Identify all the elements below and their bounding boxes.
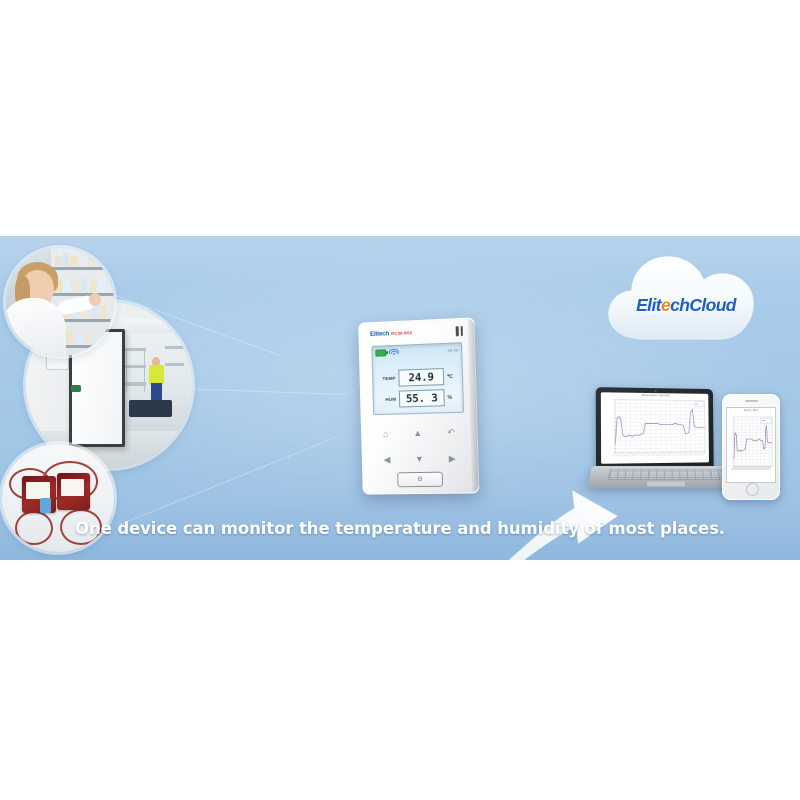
cloud-label-part2: ch	[670, 295, 690, 315]
device-brand-name: Elitech	[369, 330, 390, 339]
connector-line-2	[175, 388, 346, 395]
down-key[interactable]: ▼	[414, 453, 424, 464]
lcd-humidity-row: HUM 55. 3 %	[379, 389, 456, 408]
home-key[interactable]: ⌂	[382, 428, 389, 439]
elitech-cloud-graphic: ElitechCloud	[604, 252, 768, 346]
device-indicator-bars	[455, 325, 463, 337]
arrow-device-to-cloud	[486, 486, 626, 560]
device-model-name: RCW-800	[390, 330, 413, 337]
laptop: Temperature / Humidity	[586, 387, 746, 508]
battery-icon	[375, 349, 387, 357]
photo-pharmacy	[6, 248, 114, 356]
smartphone: Temp / Hum	[722, 394, 780, 500]
back-key[interactable]: ↶	[447, 426, 455, 437]
lcd-temperature-value: 24.9	[398, 368, 445, 387]
device-lcd-screen: 88:88 TEMP 24.9 ℃ HUM 55. 3 %	[371, 342, 465, 416]
laptop-camera-icon	[654, 389, 657, 392]
lcd-status-bar: 88:88	[375, 345, 458, 357]
cloud-label-part3: Cloud	[689, 295, 736, 315]
phone-home-button[interactable]	[745, 483, 759, 496]
lcd-clock: 88:88	[447, 347, 459, 353]
lcd-humidity-value: 55. 3	[398, 389, 445, 408]
cloud-label-highlight: e	[660, 295, 671, 315]
laptop-trackpad[interactable]	[647, 481, 685, 487]
phone-chart-title: Temp / Hum	[743, 409, 759, 412]
cloud-label-part1: Elit	[636, 295, 661, 315]
left-key[interactable]: ◀	[383, 454, 391, 465]
phone-chart: Temp / Hum	[727, 408, 775, 482]
phone-speaker-icon	[744, 400, 758, 402]
cloud-brand-label: ElitechCloud	[604, 295, 768, 316]
phone-screen: Temp / Hum	[726, 407, 776, 483]
lcd-temperature-label: TEMP	[382, 375, 396, 382]
laptop-chart: Temperature / Humidity	[600, 392, 709, 464]
banner-caption: One device can monitor the temperature a…	[75, 519, 725, 538]
lcd-temperature-row: TEMP 24.9 ℃	[379, 368, 456, 388]
laptop-lid: Temperature / Humidity	[595, 387, 714, 474]
device-keypad: ⌂ ▲ ↶ ◀ ▼ ▶	[370, 419, 468, 473]
laptop-keyboard[interactable]	[607, 468, 725, 481]
lcd-humidity-label: HUM	[385, 396, 397, 402]
wifi-icon	[388, 348, 399, 356]
photo-blood	[2, 444, 114, 552]
lcd-temperature-unit: ℃	[446, 373, 453, 380]
lcd-humidity-unit: %	[447, 394, 453, 401]
right-key[interactable]: ▶	[448, 452, 456, 464]
up-key[interactable]: ▲	[413, 427, 423, 438]
lock-button[interactable]: Θ	[397, 471, 444, 488]
laptop-screen: Temperature / Humidity	[600, 392, 709, 464]
